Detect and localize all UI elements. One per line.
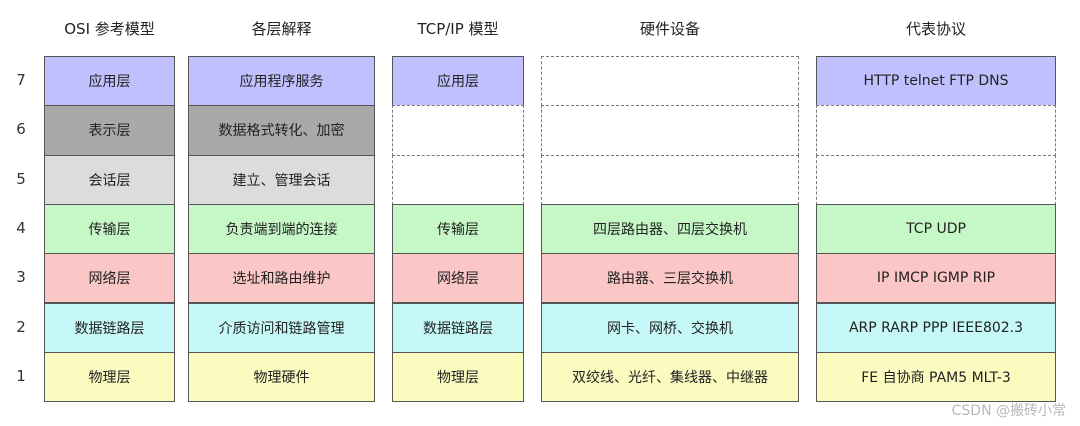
watermark: CSDN @搬砖小常 — [951, 403, 1066, 419]
layer-number: 4 — [16, 218, 26, 237]
protocol-cell: FE 自协商 PAM5 MLT-3 — [816, 351, 1056, 403]
tcpip-layer-empty — [392, 105, 524, 156]
layer-number: 5 — [16, 169, 26, 188]
layer-explain: 应用程序服务 — [188, 56, 375, 107]
layer-number: 2 — [16, 317, 26, 336]
hardware-cell-empty — [541, 105, 799, 156]
tcpip-layer: 网络层 — [392, 253, 524, 304]
osi-layer: 会话层 — [44, 154, 175, 205]
layer-explain: 物理硬件 — [188, 351, 375, 403]
osi-layer: 表示层 — [44, 105, 175, 156]
tcpip-layer: 物理层 — [392, 351, 524, 403]
header-tcpip-model: TCP/IP 模型 — [417, 20, 499, 38]
hardware-cell: 网卡、网桥、交换机 — [541, 302, 799, 353]
osi-layer: 物理层 — [44, 351, 175, 403]
osi-layer: 传输层 — [44, 203, 175, 255]
osi-layer: 应用层 — [44, 56, 175, 107]
header-protocols: 代表协议 — [905, 20, 966, 38]
osi-layer: 数据链路层 — [44, 302, 175, 353]
layer-number: 6 — [16, 120, 26, 139]
protocol-cell: HTTP telnet FTP DNS — [816, 56, 1056, 107]
tcpip-layer-empty — [392, 154, 524, 205]
tcpip-layer: 应用层 — [392, 56, 524, 107]
protocol-cell-empty — [816, 105, 1056, 156]
hardware-cell: 路由器、三层交换机 — [541, 253, 799, 304]
hardware-cell-empty — [541, 56, 799, 107]
layer-explain: 数据格式转化、加密 — [188, 105, 375, 156]
protocol-cell: TCP UDP — [816, 203, 1056, 255]
layer-number: 7 — [16, 71, 26, 89]
osi-layer: 网络层 — [44, 253, 175, 304]
layer-number: 1 — [16, 366, 26, 385]
tcpip-layer: 传输层 — [392, 203, 524, 255]
hardware-cell-empty — [541, 154, 799, 205]
hardware-cell: 双绞线、光纤、集线器、中继器 — [541, 351, 799, 403]
layer-explain: 选址和路由维护 — [188, 253, 375, 304]
layer-explain: 建立、管理会话 — [188, 154, 375, 205]
layer-explain: 介质访问和链路管理 — [188, 302, 375, 353]
protocol-cell: ARP RARP PPP IEEE802.3 — [816, 302, 1056, 353]
header-hardware: 硬件设备 — [639, 20, 700, 38]
protocol-cell: IP IMCP IGMP RIP — [816, 253, 1056, 304]
header-osi-model: OSI 参考模型 — [64, 20, 155, 38]
layer-explain: 负责端到端的连接 — [188, 203, 375, 255]
tcpip-layer: 数据链路层 — [392, 302, 524, 353]
hardware-cell: 四层路由器、四层交换机 — [541, 203, 799, 255]
header-layer-explain: 各层解释 — [251, 20, 312, 38]
layer-number: 3 — [16, 268, 26, 287]
protocol-cell-empty — [816, 154, 1056, 205]
